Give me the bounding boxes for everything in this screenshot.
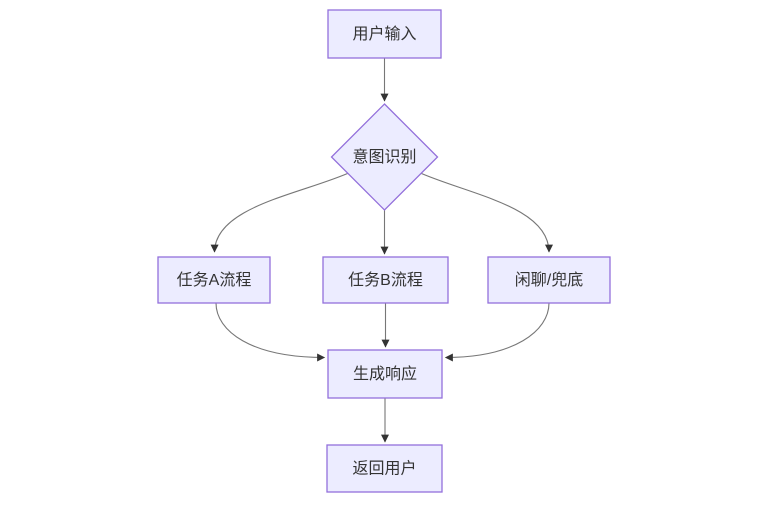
- node-intent-recognition: 意图识别: [330, 103, 439, 211]
- node-chitchat-fallback-shape: [487, 256, 611, 304]
- node-task-b-flow-shape: [322, 256, 449, 304]
- edge-layer: [210, 58, 553, 443]
- node-generate-response-label: 生成响应: [353, 364, 417, 383]
- node-task-b-flow-label: 任务B流程: [348, 271, 423, 289]
- node-return-to-user: 返回用户: [326, 444, 443, 493]
- node-intent-recognition-shape: [330, 103, 439, 211]
- edge-chitchat-fallback-to-generate-response: [444, 302, 550, 362]
- node-chitchat-fallback-label: 闲聊/兜底: [515, 271, 583, 289]
- node-return-to-user-shape: [326, 444, 443, 493]
- node-user-input-label: 用户输入: [352, 25, 416, 43]
- node-generate-response-shape: [327, 349, 443, 399]
- edge-task-a-flow-to-generate-response: [215, 302, 326, 362]
- node-return-to-user-label: 返回用户: [352, 460, 416, 478]
- node-chitchat-fallback: 闲聊/兜底: [487, 256, 611, 304]
- node-generate-response: 生成响应: [327, 349, 443, 399]
- node-task-a-flow-shape: [157, 256, 271, 304]
- node-task-a-flow-label: 任务A流程: [177, 271, 252, 289]
- node-task-a-flow: 任务A流程: [157, 256, 271, 304]
- node-layer: 用户输入 意图识别 任务A流程 任务B流程 闲聊/兜底 生成响应: [157, 9, 611, 493]
- edge-intent-recognition-to-task-a-flow: [210, 171, 352, 253]
- node-task-b-flow: 任务B流程: [322, 256, 449, 304]
- edge-intent-recognition-to-chitchat-fallback: [417, 171, 553, 253]
- node-user-input-shape: [327, 9, 442, 59]
- node-intent-recognition-label: 意图识别: [352, 147, 416, 166]
- node-user-input: 用户输入: [327, 9, 442, 59]
